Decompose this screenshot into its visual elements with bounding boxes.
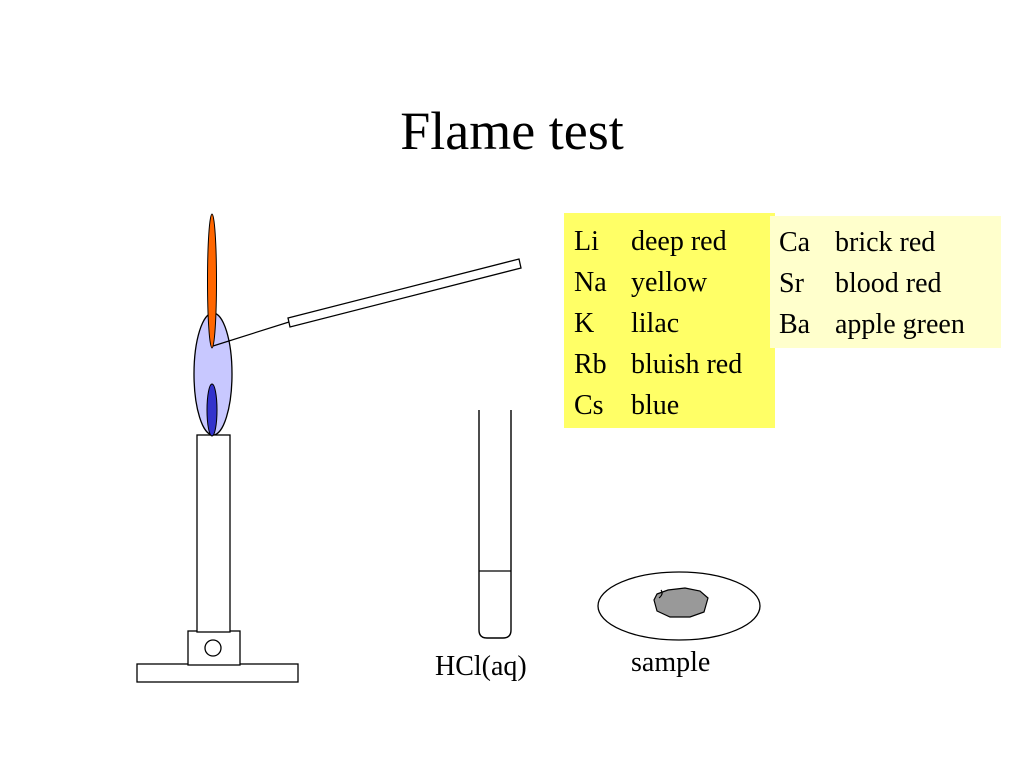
alkaline-earth-box: Ca brick red Sr blood red Ba apple green (770, 216, 1001, 348)
flame-color: lilac (631, 308, 680, 339)
test-tube (478, 410, 512, 639)
alkali-row: Li deep red (574, 221, 775, 262)
flame-color: deep red (631, 226, 727, 257)
burner-base (136, 663, 299, 683)
alkaline-earth-row: Ba apple green (779, 304, 1001, 345)
orange-flame (207, 213, 217, 349)
element-symbol: Li (574, 226, 599, 257)
flame-color: bluish red (631, 349, 743, 380)
test-tube-label: HCl(aq) (435, 651, 527, 682)
element-symbol: Ba (779, 309, 811, 340)
flame-color: apple green (835, 309, 965, 340)
alkali-row: Na yellow (574, 262, 775, 303)
element-symbol: K (574, 308, 595, 339)
flame-color: brick red (835, 227, 936, 258)
flame-color: blue (631, 390, 680, 421)
flame-color: blood red (835, 268, 942, 299)
alkali-row: Rb bluish red (574, 344, 775, 385)
element-symbol: Ca (779, 227, 811, 258)
wire-loop (212, 321, 290, 347)
burner-barrel (196, 434, 231, 633)
inner-flame (206, 383, 218, 437)
sample-flake (658, 589, 663, 599)
sample-solid (653, 587, 709, 618)
sample-label: sample (631, 647, 711, 678)
element-symbol: Cs (574, 390, 604, 421)
element-symbol: Na (574, 267, 607, 298)
alkaline-earth-row: Sr blood red (779, 263, 1001, 304)
air-hole (204, 639, 222, 657)
slide-title: Flame test (400, 101, 624, 161)
element-symbol: Sr (779, 268, 804, 299)
alkaline-earth-row: Ca brick red (779, 222, 1001, 263)
element-symbol: Rb (574, 349, 607, 380)
wire-rod (287, 258, 522, 328)
flame-color: yellow (631, 267, 708, 298)
